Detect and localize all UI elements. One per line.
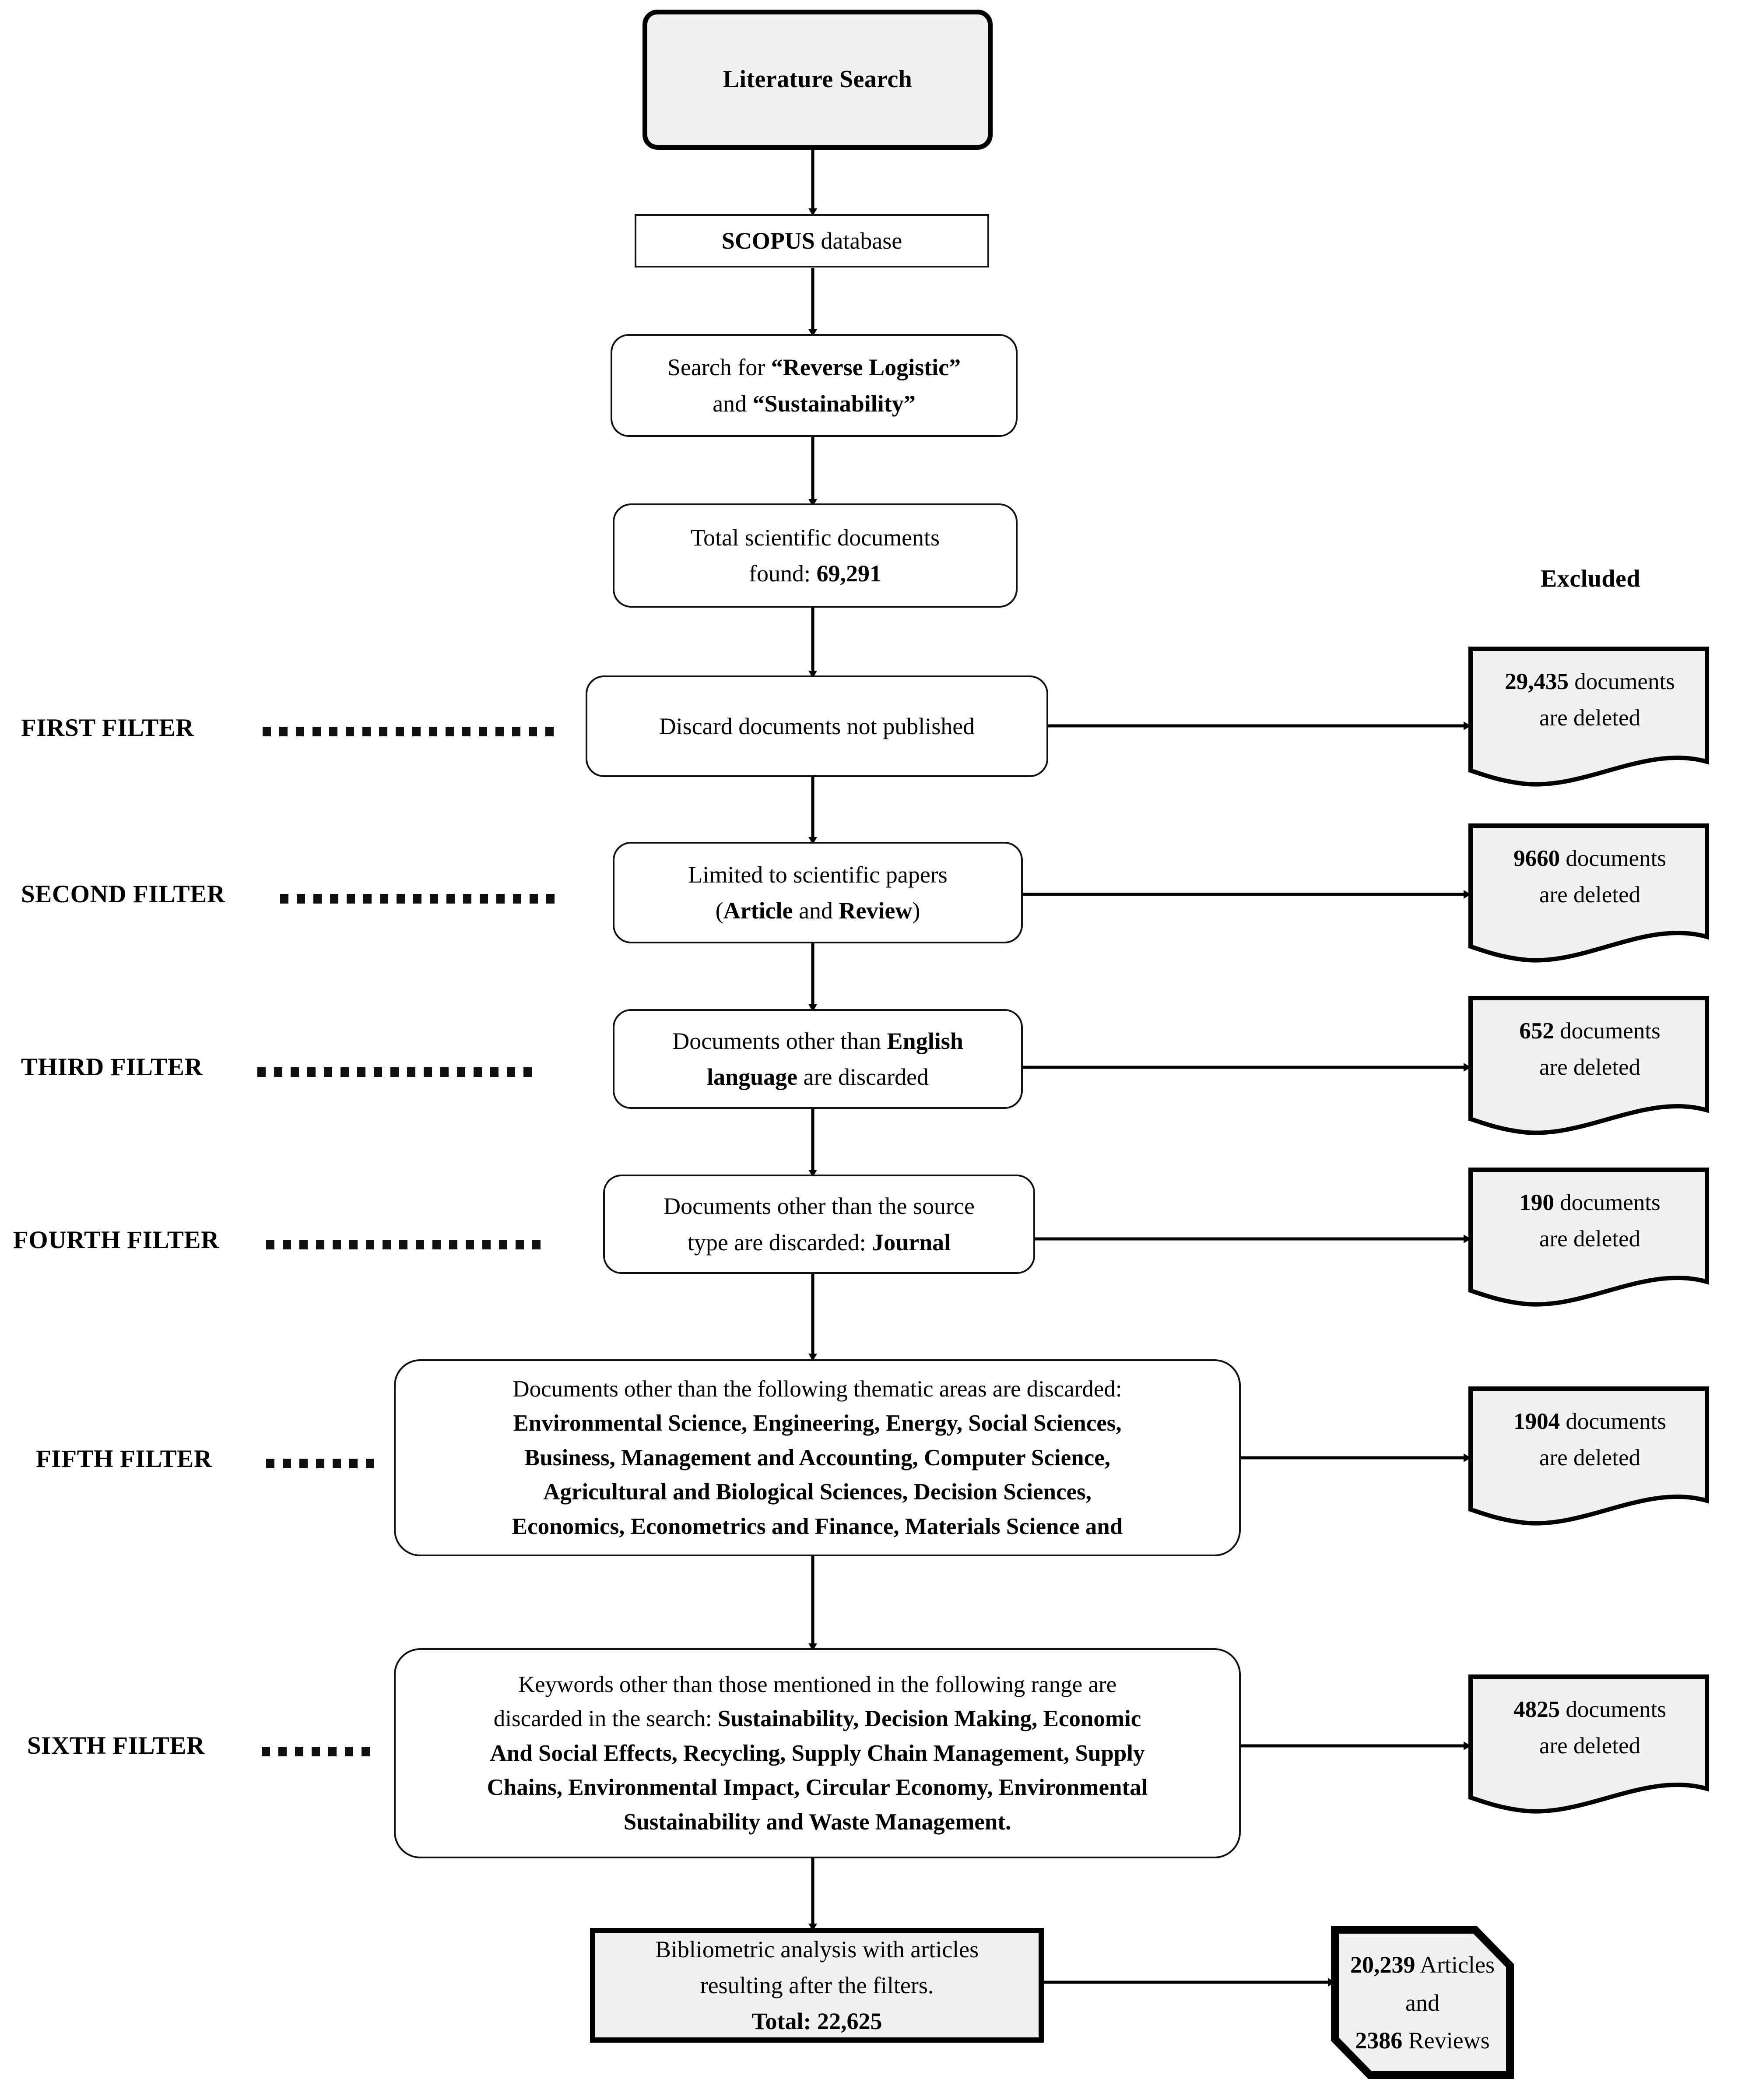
node-filter-fourth[interactable]: Documents other than the source type are… (603, 1175, 1035, 1274)
dotted-leader-sixth (262, 1747, 389, 1756)
excluded-text-1: 29,435 documents are deleted (1505, 669, 1675, 731)
filter-second-text: Limited to scientific papers (Article an… (688, 861, 948, 924)
excluded-doc-shape-6 (1468, 1674, 1709, 1814)
node-filter-second[interactable]: Limited to scientific papers (Article an… (613, 842, 1023, 943)
filter-sixth-text: Keywords other than those mentioned in t… (487, 1671, 1148, 1835)
excluded-doc-shape-2 (1468, 823, 1709, 963)
excluded-text-3: 652 documents are deleted (1519, 1018, 1661, 1080)
node-bibliometric-result[interactable]: Bibliometric analysis with articles resu… (590, 1928, 1044, 2043)
excluded-doc-shape-4 (1468, 1168, 1709, 1307)
total-documents-label: Total scientific documents found: 69,291 (690, 524, 940, 587)
node-literature-search[interactable]: Literature Search (643, 10, 993, 150)
excluded-text-6: 4825 documents are deleted (1513, 1697, 1666, 1759)
node-scopus-database[interactable]: SCOPUS database (635, 214, 989, 267)
dotted-leader-third (257, 1067, 542, 1077)
excluded-header: Excluded (1541, 565, 1641, 592)
excluded-doc-shape-3 (1468, 996, 1709, 1135)
scopus-database-label: SCOPUS database (721, 227, 902, 254)
excluded-document-shapes (1468, 647, 1709, 1814)
filter-label-fifth: FIFTH FILTER (36, 1445, 212, 1473)
dotted-leader-first (263, 727, 565, 736)
bibliometric-result-text: Bibliometric analysis with articles resu… (655, 1936, 979, 2035)
search-query-label: Search for “Reverse Logistic” and “Susta… (667, 354, 961, 417)
filter-fifth-text: Documents other than the following thema… (512, 1376, 1123, 1539)
node-filter-first[interactable]: Discard documents not published (586, 675, 1048, 777)
excluded-text-5: 1904 documents are deleted (1513, 1409, 1666, 1470)
dotted-leader-second (280, 894, 569, 904)
filter-first-text: Discard documents not published (659, 713, 975, 739)
node-filter-sixth[interactable]: Keywords other than those mentioned in t… (394, 1648, 1241, 1858)
filter-third-text: Documents other than English language ar… (672, 1027, 963, 1090)
filter-label-sixth: SIXTH FILTER (27, 1732, 205, 1759)
outcome-text: 20,239 Articles and 2386 Reviews (1350, 1952, 1495, 2054)
excluded-text-4: 190 documents are deleted (1519, 1190, 1661, 1252)
excluded-doc-shape-5 (1468, 1386, 1709, 1526)
excluded-doc-shape-1 (1468, 647, 1709, 787)
node-filter-fifth[interactable]: Documents other than the following thema… (394, 1359, 1241, 1556)
node-search-query[interactable]: Search for “Reverse Logistic” and “Susta… (611, 334, 1018, 437)
filter-label-second: SECOND FILTER (21, 880, 225, 908)
literature-search-label: Literature Search (723, 66, 913, 93)
filter-fourth-text: Documents other than the source type are… (664, 1193, 975, 1256)
dotted-leader-fourth (266, 1240, 555, 1249)
filter-label-third: THIRD FILTER (21, 1053, 203, 1081)
dotted-leader-fifth (266, 1459, 393, 1468)
node-filter-third[interactable]: Documents other than English language ar… (613, 1009, 1023, 1109)
node-total-documents[interactable]: Total scientific documents found: 69,291 (613, 503, 1018, 608)
filter-label-fourth: FOURTH FILTER (13, 1226, 219, 1254)
excluded-text-2: 9660 documents are deleted (1513, 846, 1666, 908)
filter-label-first: FIRST FILTER (21, 714, 194, 742)
